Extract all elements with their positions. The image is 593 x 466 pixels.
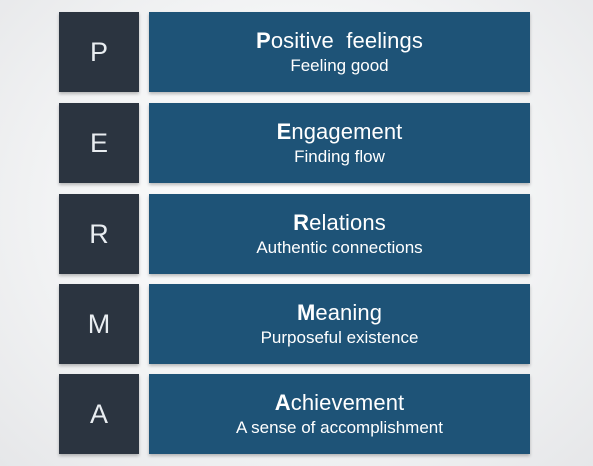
description-box: Positive feelings Feeling good: [149, 12, 530, 92]
item-subtitle: Authentic connections: [256, 238, 423, 257]
title-rest: ositive feelings: [270, 28, 423, 53]
item-title: Relations: [293, 210, 386, 236]
item-title: Achievement: [275, 390, 405, 416]
letter-box: A: [59, 374, 139, 454]
item-subtitle: Purposeful existence: [260, 328, 419, 347]
perma-row-meaning: M Meaning Purposeful existence: [0, 284, 593, 364]
title-rest: chievement: [290, 390, 405, 415]
title-rest: eaning: [315, 300, 383, 325]
letter-box: E: [59, 103, 139, 183]
description-box: Relations Authentic connections: [149, 194, 530, 274]
letter-box: P: [59, 12, 139, 92]
perma-row-relations: R Relations Authentic connections: [0, 194, 593, 274]
perma-row-positive-feelings: P Positive feelings Feeling good: [0, 12, 593, 92]
letter-box: R: [59, 194, 139, 274]
description-box: Engagement Finding flow: [149, 103, 530, 183]
title-rest: elations: [309, 210, 386, 235]
item-subtitle: Finding flow: [294, 147, 385, 166]
description-box: Meaning Purposeful existence: [149, 284, 530, 364]
item-title: Positive feelings: [256, 28, 423, 54]
perma-row-achievement: A Achievement A sense of accomplishment: [0, 374, 593, 454]
title-initial: A: [274, 390, 291, 415]
item-title: Meaning: [297, 300, 382, 326]
item-subtitle: A sense of accomplishment: [236, 418, 443, 437]
title-rest: ngagement: [291, 119, 403, 144]
letter-box: M: [59, 284, 139, 364]
title-initial: M: [296, 300, 316, 325]
title-initial: R: [293, 210, 310, 235]
perma-row-engagement: E Engagement Finding flow: [0, 103, 593, 183]
title-initial: E: [276, 119, 292, 144]
title-initial: P: [256, 28, 271, 53]
item-title: Engagement: [277, 119, 403, 145]
description-box: Achievement A sense of accomplishment: [149, 374, 530, 454]
item-subtitle: Feeling good: [290, 56, 389, 75]
